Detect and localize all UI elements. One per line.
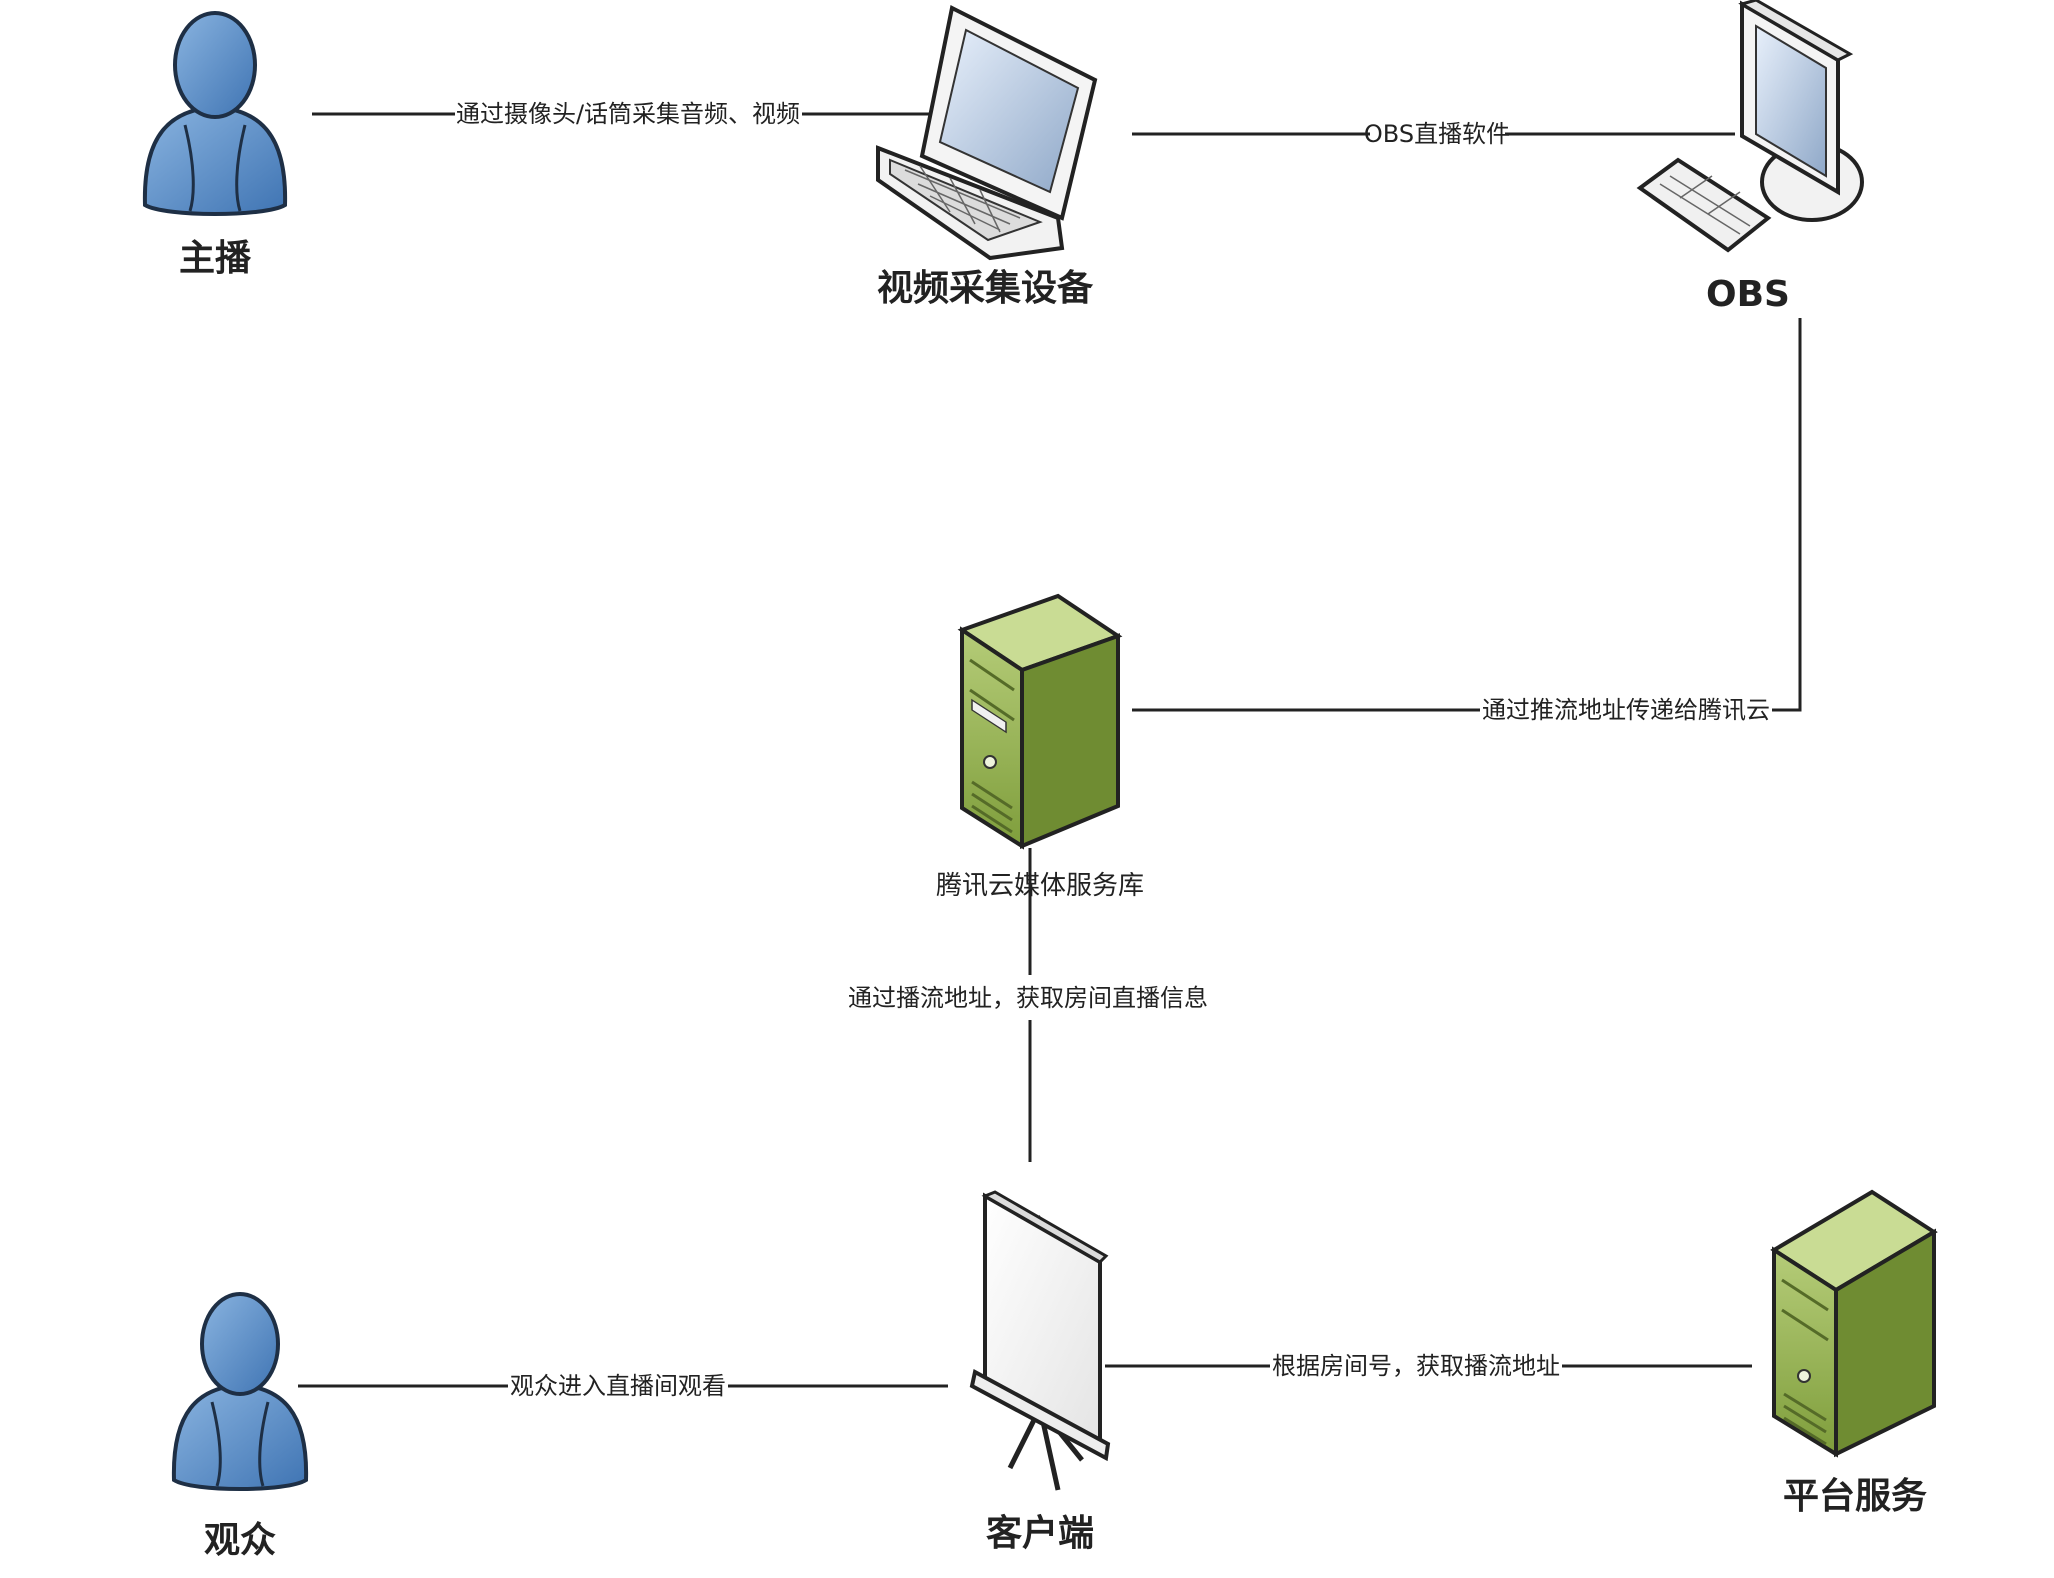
node-label-viewer: 观众: [204, 1520, 276, 1561]
node-obs: OBS: [1636, 0, 1864, 315]
person-icon: [142, 11, 288, 216]
connector-obs-cloud: [1132, 318, 1802, 712]
edge-label-host-device: 通过摄像头/话筒采集音频、视频: [456, 100, 800, 128]
person-icon: [171, 1292, 309, 1491]
edge-label-viewer-client: 观众进入直播间观看: [510, 1372, 726, 1400]
desktop-computer-icon: [1636, 0, 1864, 253]
node-capture-device: 视频采集设备: [876, 5, 1098, 309]
node-label-tencent-cloud: 腾讯云媒体服务库: [936, 871, 1144, 901]
node-label-obs: OBS: [1706, 274, 1790, 315]
edge-label-obs-cloud: 通过推流地址传递给腾讯云: [1482, 696, 1770, 724]
node-tencent-cloud: 腾讯云媒体服务库: [936, 593, 1144, 901]
laptop-icon: [876, 5, 1098, 261]
node-platform: 平台服务: [1770, 1189, 1938, 1517]
projector-screen-icon: [969, 1190, 1111, 1491]
edge-label-cloud-client: 通过播流地址，获取房间直播信息: [848, 984, 1208, 1012]
node-label-capture-device: 视频采集设备: [877, 268, 1094, 309]
node-host: 主播: [142, 11, 288, 279]
node-client: 客户端: [969, 1190, 1111, 1554]
node-viewer: 观众: [171, 1292, 309, 1561]
node-label-platform: 平台服务: [1783, 1476, 1927, 1517]
edge-label-client-platform: 根据房间号，获取播流地址: [1272, 1352, 1560, 1380]
server-icon: [957, 593, 1123, 850]
node-label-host: 主播: [179, 238, 252, 279]
node-label-client: 客户端: [986, 1513, 1094, 1554]
edge-label-device-obs: OBS直播软件: [1364, 120, 1510, 148]
server-icon: [1770, 1189, 1938, 1458]
